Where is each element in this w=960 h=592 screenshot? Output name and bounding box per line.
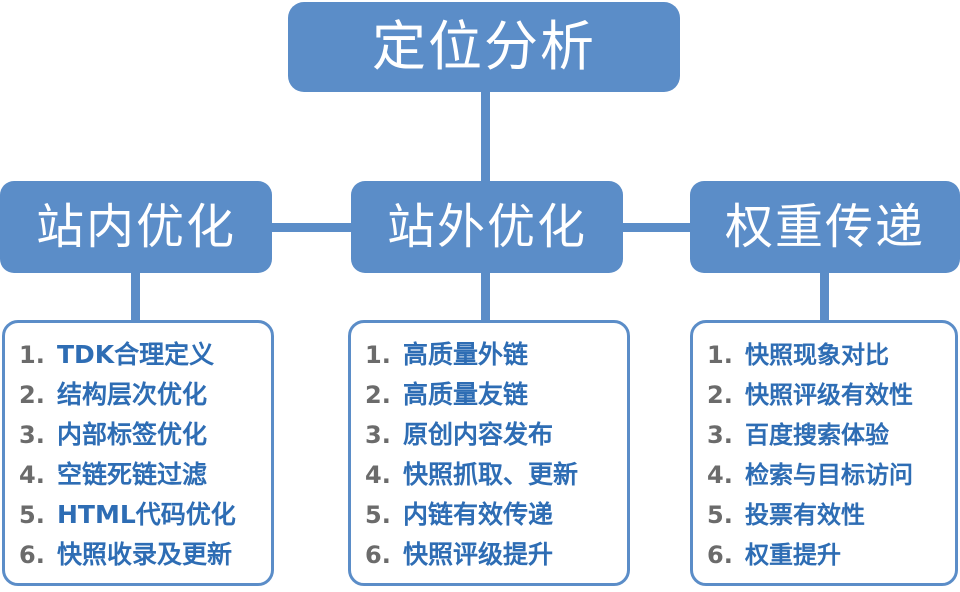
- node-root-label: 定位分析: [372, 15, 596, 78]
- list-box-onsite: 1. TDK合理定义 2. 结构层次优化 3. 内部标签优化 4. 空链死链过滤…: [2, 320, 274, 586]
- list-item: 5. 投票有效性: [707, 495, 945, 535]
- list-item-label: 快照评级提升: [403, 540, 554, 569]
- node-offsite-label: 站外优化: [386, 199, 587, 255]
- node-offsite[interactable]: 站外优化: [351, 181, 623, 273]
- list-item-number: 3.: [365, 421, 391, 449]
- list-item-label: 百度搜索体验: [745, 421, 889, 449]
- node-onsite[interactable]: 站内优化: [0, 181, 272, 273]
- list-item: 1. TDK合理定义: [19, 335, 261, 375]
- list-item: 2. 结构层次优化: [19, 375, 261, 415]
- list-item-number: 2.: [19, 381, 45, 409]
- connector-offsite-to-weight: [619, 223, 694, 232]
- list-item-label: 快照收录及更新: [57, 540, 233, 569]
- list-item-number: 1.: [365, 341, 391, 369]
- list-item: 2. 高质量友链: [365, 375, 617, 415]
- connector-onsite-to-offsite: [268, 223, 355, 232]
- list-item-label: 内部标签优化: [57, 420, 208, 449]
- list-item-number: 3.: [707, 421, 733, 449]
- node-root[interactable]: 定位分析: [288, 2, 680, 92]
- list-item-number: 4.: [365, 461, 391, 489]
- list-item-label: 空链死链过滤: [57, 460, 208, 489]
- list-item: 6. 快照评级提升: [365, 535, 617, 575]
- list-item-label: 快照现象对比: [745, 341, 889, 369]
- list-item-label: 内链有效传递: [403, 500, 554, 529]
- list-item-number: 2.: [707, 381, 733, 409]
- list-item-label: HTML代码优化: [57, 500, 236, 529]
- list-item-label: 原创内容发布: [403, 420, 554, 449]
- list-item-number: 6.: [365, 541, 391, 569]
- list-item: 3. 百度搜索体验: [707, 415, 945, 455]
- list-item: 5. HTML代码优化: [19, 495, 261, 535]
- connector-offsite-to-list: [481, 271, 490, 323]
- list-item: 5. 内链有效传递: [365, 495, 617, 535]
- list-item-label: 结构层次优化: [57, 380, 208, 409]
- list-item-number: 5.: [19, 501, 45, 529]
- list-item: 1. 高质量外链: [365, 335, 617, 375]
- list-item-number: 6.: [707, 541, 733, 569]
- list-item-label: 快照抓取、更新: [403, 460, 579, 489]
- connector-root-to-offsite: [481, 90, 490, 183]
- list-item: 6. 快照收录及更新: [19, 535, 261, 575]
- node-weight[interactable]: 权重传递: [690, 181, 960, 273]
- list-box-offsite: 1. 高质量外链 2. 高质量友链 3. 原创内容发布 4. 快照抓取、更新 5…: [348, 320, 630, 586]
- connector-weight-to-list: [820, 271, 829, 323]
- list-item-label: 快照评级有效性: [745, 381, 913, 409]
- list-box-weight: 1. 快照现象对比 2. 快照评级有效性 3. 百度搜索体验 4. 检索与目标访…: [690, 320, 958, 586]
- list-item-label: TDK合理定义: [57, 340, 215, 369]
- list-item: 4. 空链死链过滤: [19, 455, 261, 495]
- list-item-number: 2.: [365, 381, 391, 409]
- list-item: 1. 快照现象对比: [707, 335, 945, 375]
- list-onsite: 1. TDK合理定义 2. 结构层次优化 3. 内部标签优化 4. 空链死链过滤…: [19, 335, 261, 575]
- list-item-label: 投票有效性: [745, 501, 865, 529]
- list-item: 4. 检索与目标访问: [707, 455, 945, 495]
- list-item-number: 1.: [707, 341, 733, 369]
- list-item-number: 3.: [19, 421, 45, 449]
- list-item-label: 权重提升: [745, 541, 841, 569]
- list-item-number: 4.: [19, 461, 45, 489]
- list-item-number: 1.: [19, 341, 45, 369]
- list-item: 4. 快照抓取、更新: [365, 455, 617, 495]
- list-item-label: 高质量友链: [403, 380, 529, 409]
- list-offsite: 1. 高质量外链 2. 高质量友链 3. 原创内容发布 4. 快照抓取、更新 5…: [365, 335, 617, 575]
- list-item-number: 4.: [707, 461, 733, 489]
- list-item-number: 5.: [707, 501, 733, 529]
- connector-onsite-to-list: [131, 271, 140, 323]
- node-onsite-label: 站内优化: [35, 199, 236, 255]
- list-item-label: 高质量外链: [403, 340, 529, 369]
- list-item: 6. 权重提升: [707, 535, 945, 575]
- list-weight: 1. 快照现象对比 2. 快照评级有效性 3. 百度搜索体验 4. 检索与目标访…: [707, 335, 945, 575]
- node-weight-label: 权重传递: [724, 199, 925, 255]
- list-item: 2. 快照评级有效性: [707, 375, 945, 415]
- list-item: 3. 内部标签优化: [19, 415, 261, 455]
- list-item-number: 5.: [365, 501, 391, 529]
- list-item-number: 6.: [19, 541, 45, 569]
- list-item-label: 检索与目标访问: [745, 461, 913, 489]
- list-item: 3. 原创内容发布: [365, 415, 617, 455]
